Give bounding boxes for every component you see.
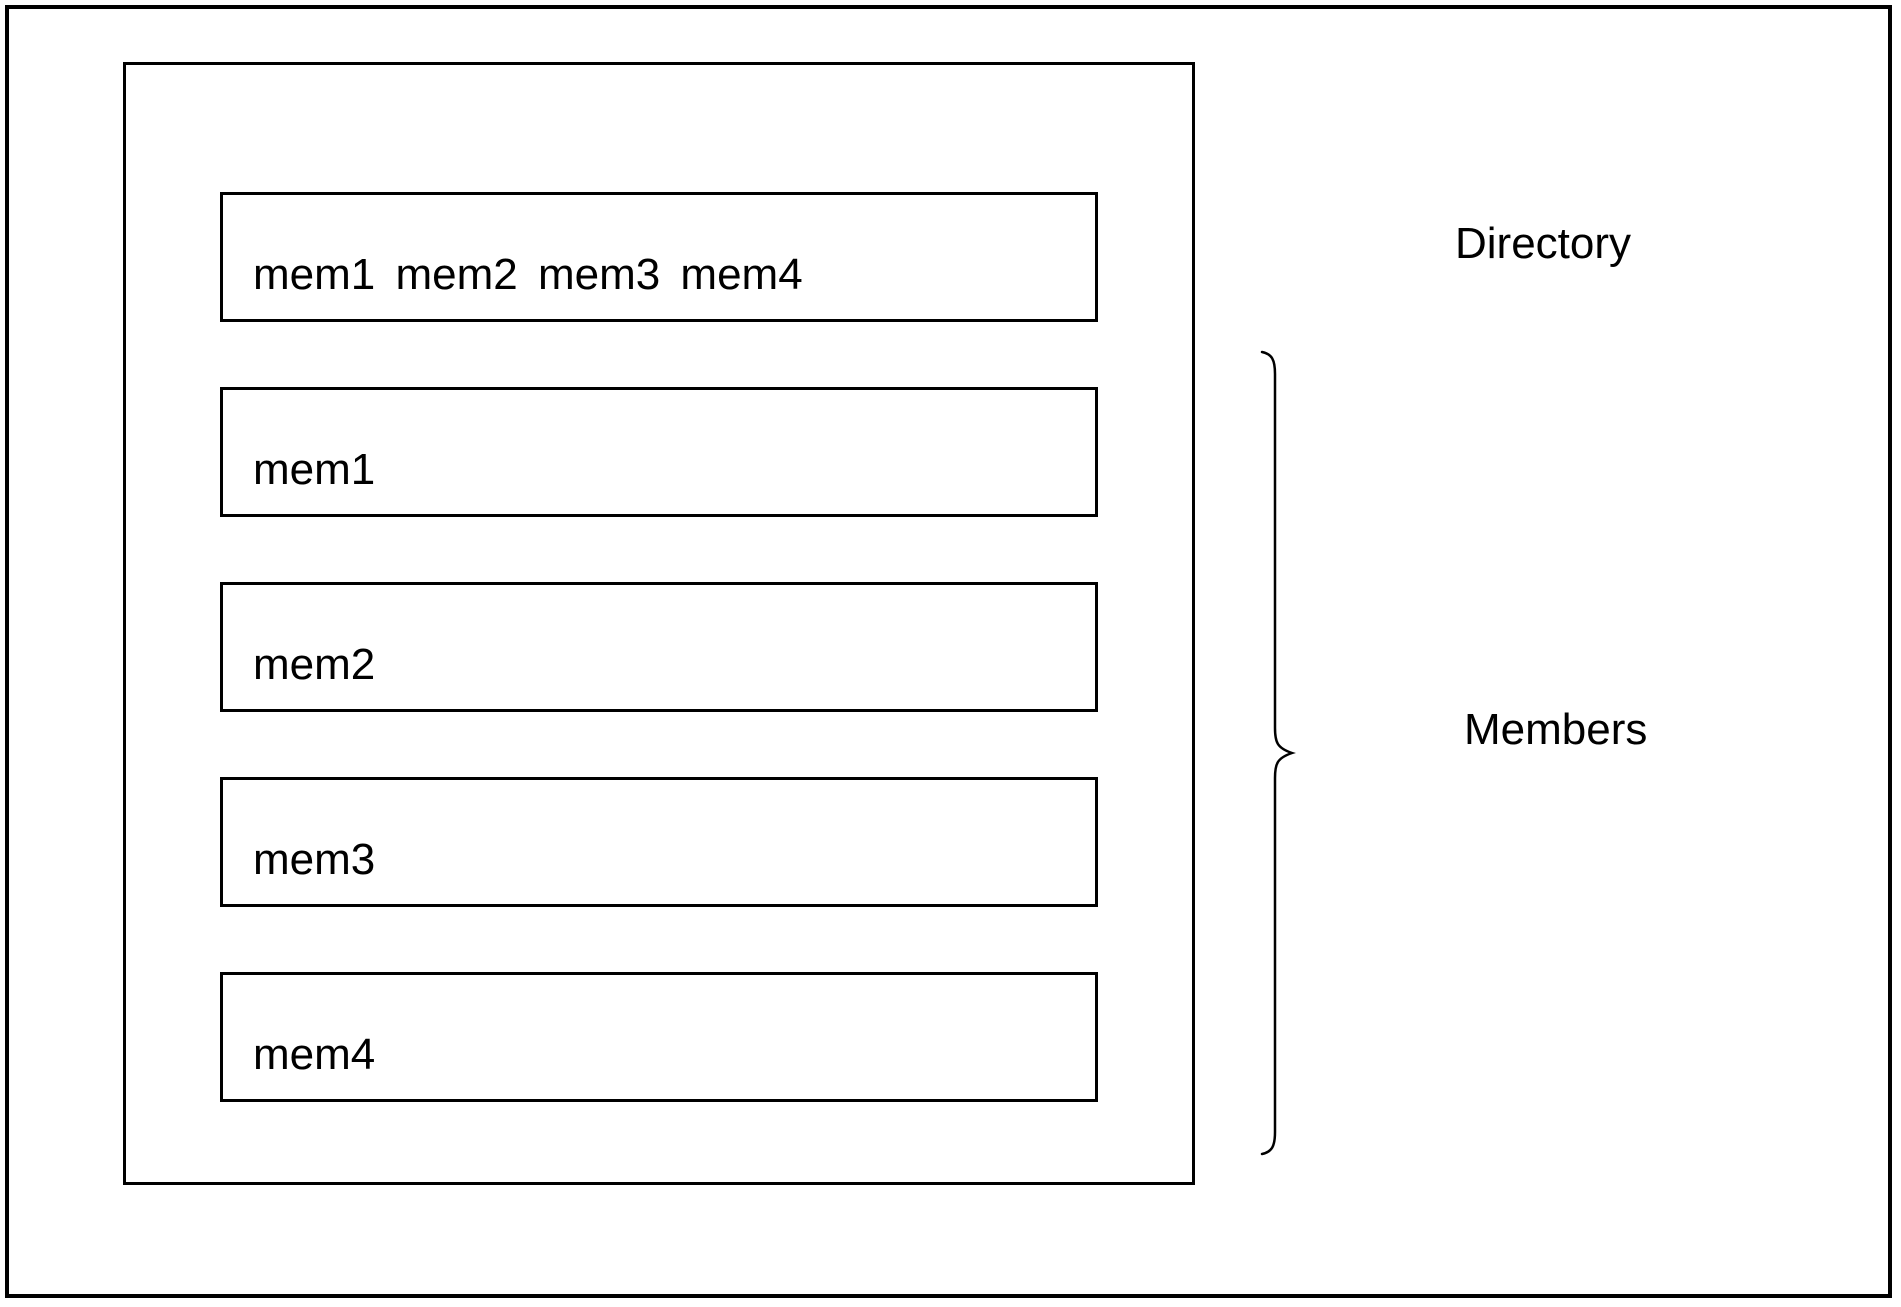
directory-annotation: Directory [1455, 219, 1632, 268]
curly-brace-icon [1260, 350, 1296, 1156]
member-label: mem3 [253, 835, 376, 884]
directory-block: mem1 mem2 mem3 mem4 [220, 192, 1098, 322]
member-label: mem1 [253, 445, 376, 494]
member-block-mem2: mem2 [220, 582, 1098, 712]
outer-border [5, 5, 1892, 1298]
member-block-mem1: mem1 [220, 387, 1098, 517]
member-label: mem4 [253, 1030, 376, 1079]
member-block-mem3: mem3 [220, 777, 1098, 907]
dataset-box: mem1 mem2 mem3 mem4 mem1 mem2 mem3 mem4 [123, 62, 1195, 1185]
member-block-mem4: mem4 [220, 972, 1098, 1102]
member-label: mem2 [253, 640, 376, 689]
members-annotation: Members [1464, 705, 1648, 754]
directory-entries-text: mem1 mem2 mem3 mem4 [253, 250, 803, 299]
